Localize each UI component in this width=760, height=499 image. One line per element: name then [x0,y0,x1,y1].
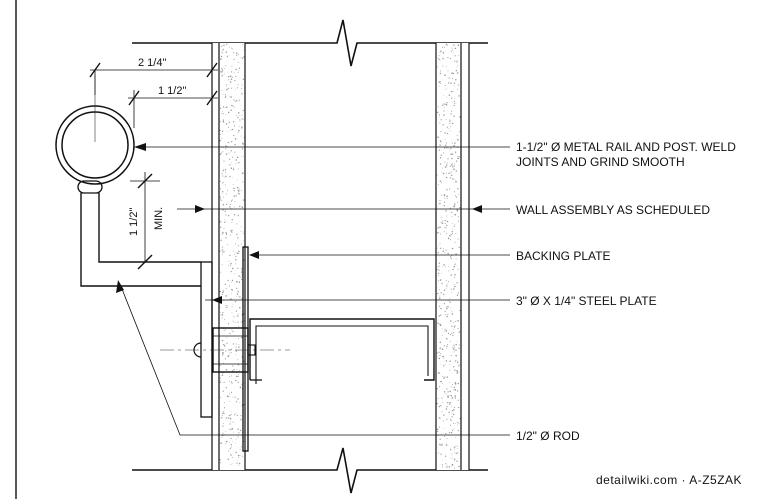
dimension-inner [128,90,218,128]
leader-rail [134,143,510,151]
right-wall-layer [435,43,470,470]
rod-assembly [160,342,290,358]
left-wall-layer [211,43,246,470]
callout-rail-line-1: 1-1/2" Ø METAL RAIL AND POST. WELD [516,140,736,154]
dimension-clearance-note: MIN. [153,207,165,230]
rail-post [77,180,201,287]
blocking-channel [212,318,435,384]
callout-rail-line-2: JOINTS AND GRIND SMOOTH [516,155,685,169]
leader-rod [116,280,510,436]
dimension-clearance [130,172,160,270]
dimension-clearance-label: 1 1/2" [128,208,140,236]
leader-wall [177,205,510,213]
dimension-overall-label: 2 1/4" [138,57,166,69]
dimension-overall [89,60,218,95]
leader-backing [249,251,510,259]
handrail-pipe [55,74,135,185]
leader-plate [205,296,510,304]
callout-rod: 1/2" Ø ROD [516,429,580,443]
callout-backing: BACKING PLATE [516,249,610,263]
steel-plate [200,261,213,418]
dimension-inner-label: 1 1/2" [158,85,186,97]
credit-watermark: detailwiki.com · A-Z5ZAK [596,473,742,487]
callout-wall: WALL ASSEMBLY AS SCHEDULED [516,203,710,217]
callout-plate: 3" Ø X 1/4" STEEL PLATE [516,294,657,308]
bottom-break-line [132,447,488,494]
top-break-line [132,19,488,67]
